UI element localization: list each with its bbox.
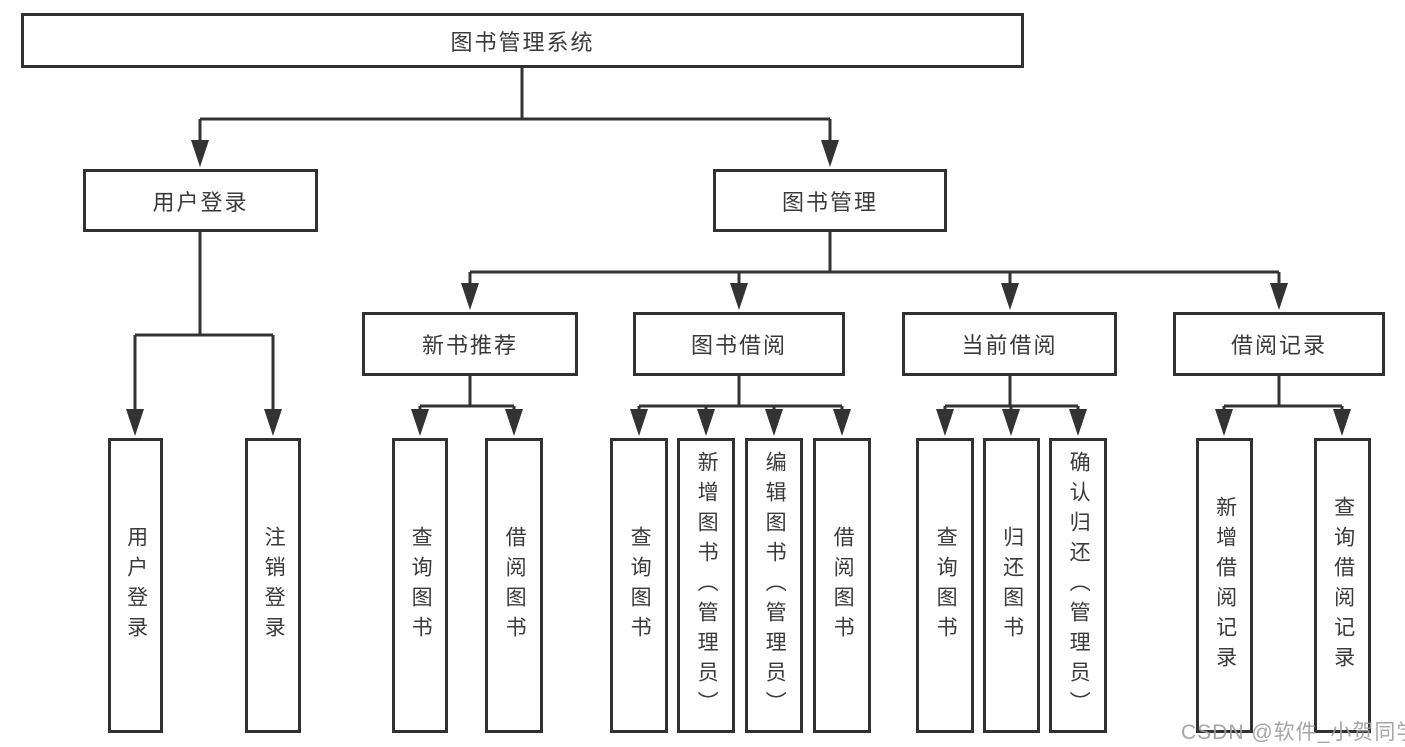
node-user-login-label: 用户登录 (152, 189, 249, 215)
leaf-borrow-books: 借阅图书 (813, 438, 871, 733)
node-book-borrow: 图书借阅 (633, 312, 845, 376)
leaf-user-login-label: 用户登录 (124, 525, 148, 646)
leaf-query-books-current-label: 查询图书 (934, 525, 958, 646)
leaf-query-books-recommend-label: 查询图书 (409, 525, 433, 646)
node-borrow-records-label: 借阅记录 (1230, 333, 1327, 358)
leaf-query-books-current: 查询图书 (916, 438, 974, 733)
leaf-user-login: 用户登录 (108, 438, 163, 733)
leaf-add-books-admin-label: 新增图书（管理员） (695, 450, 719, 721)
leaf-return-books-label: 归还图书 (1000, 525, 1024, 646)
leaf-borrow-books-label: 借阅图书 (831, 525, 855, 646)
leaf-edit-books-admin-label: 编辑图书（管理员） (763, 450, 787, 721)
node-book-borrow-label: 图书借阅 (690, 333, 787, 358)
leaf-add-books-admin: 新增图书（管理员） (677, 438, 735, 733)
leaf-logout-login: 注销登录 (245, 438, 301, 733)
leaf-add-borrow-record: 新增借阅记录 (1196, 438, 1253, 733)
leaf-return-books: 归还图书 (983, 438, 1040, 733)
leaf-confirm-return-admin-label: 确认归还（管理员） (1067, 450, 1091, 721)
leaf-confirm-return-admin: 确认归还（管理员） (1049, 438, 1107, 733)
arrowhead-icons (126, 140, 1351, 436)
node-root-label: 图书管理系统 (450, 29, 595, 55)
leaf-borrow-books-recommend: 借阅图书 (485, 438, 543, 733)
leaf-add-borrow-record-label: 新增借阅记录 (1213, 495, 1237, 676)
watermark-text: CSDN @软件_小贺同学 (1181, 721, 1405, 744)
node-current-borrow: 当前借阅 (902, 312, 1117, 376)
leaf-query-borrow-record: 查询借阅记录 (1314, 438, 1371, 733)
leaf-query-borrow-record-label: 查询借阅记录 (1331, 495, 1355, 676)
leaf-borrow-books-recommend-label: 借阅图书 (503, 525, 527, 646)
node-new-book-recommend-label: 新书推荐 (421, 333, 518, 358)
node-book-management-label: 图书管理 (781, 189, 878, 215)
node-book-management: 图书管理 (713, 169, 947, 232)
leaf-query-books-recommend: 查询图书 (392, 438, 448, 733)
leaf-query-books-borrow: 查询图书 (610, 438, 668, 733)
leaf-query-books-borrow-label: 查询图书 (628, 525, 652, 646)
node-borrow-records: 借阅记录 (1173, 312, 1385, 376)
node-new-book-recommend: 新书推荐 (362, 312, 578, 376)
node-user-login: 用户登录 (83, 169, 318, 232)
node-root: 图书管理系统 (21, 13, 1024, 68)
leaf-logout-login-label: 注销登录 (262, 525, 286, 646)
node-current-borrow-label: 当前借阅 (961, 333, 1058, 358)
leaf-edit-books-admin: 编辑图书（管理员） (745, 438, 803, 733)
